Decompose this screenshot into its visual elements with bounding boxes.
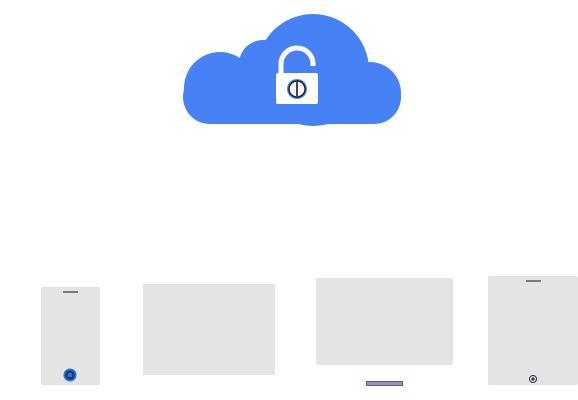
phone-home-button bbox=[63, 368, 77, 382]
tablet-icon bbox=[488, 276, 578, 385]
monitor-icon bbox=[316, 278, 453, 386]
smartphone-icon bbox=[41, 287, 100, 385]
cloud-icon bbox=[183, 14, 401, 126]
laptop-screen-icon bbox=[143, 284, 275, 375]
unlocked-padlock-icon bbox=[276, 45, 318, 104]
